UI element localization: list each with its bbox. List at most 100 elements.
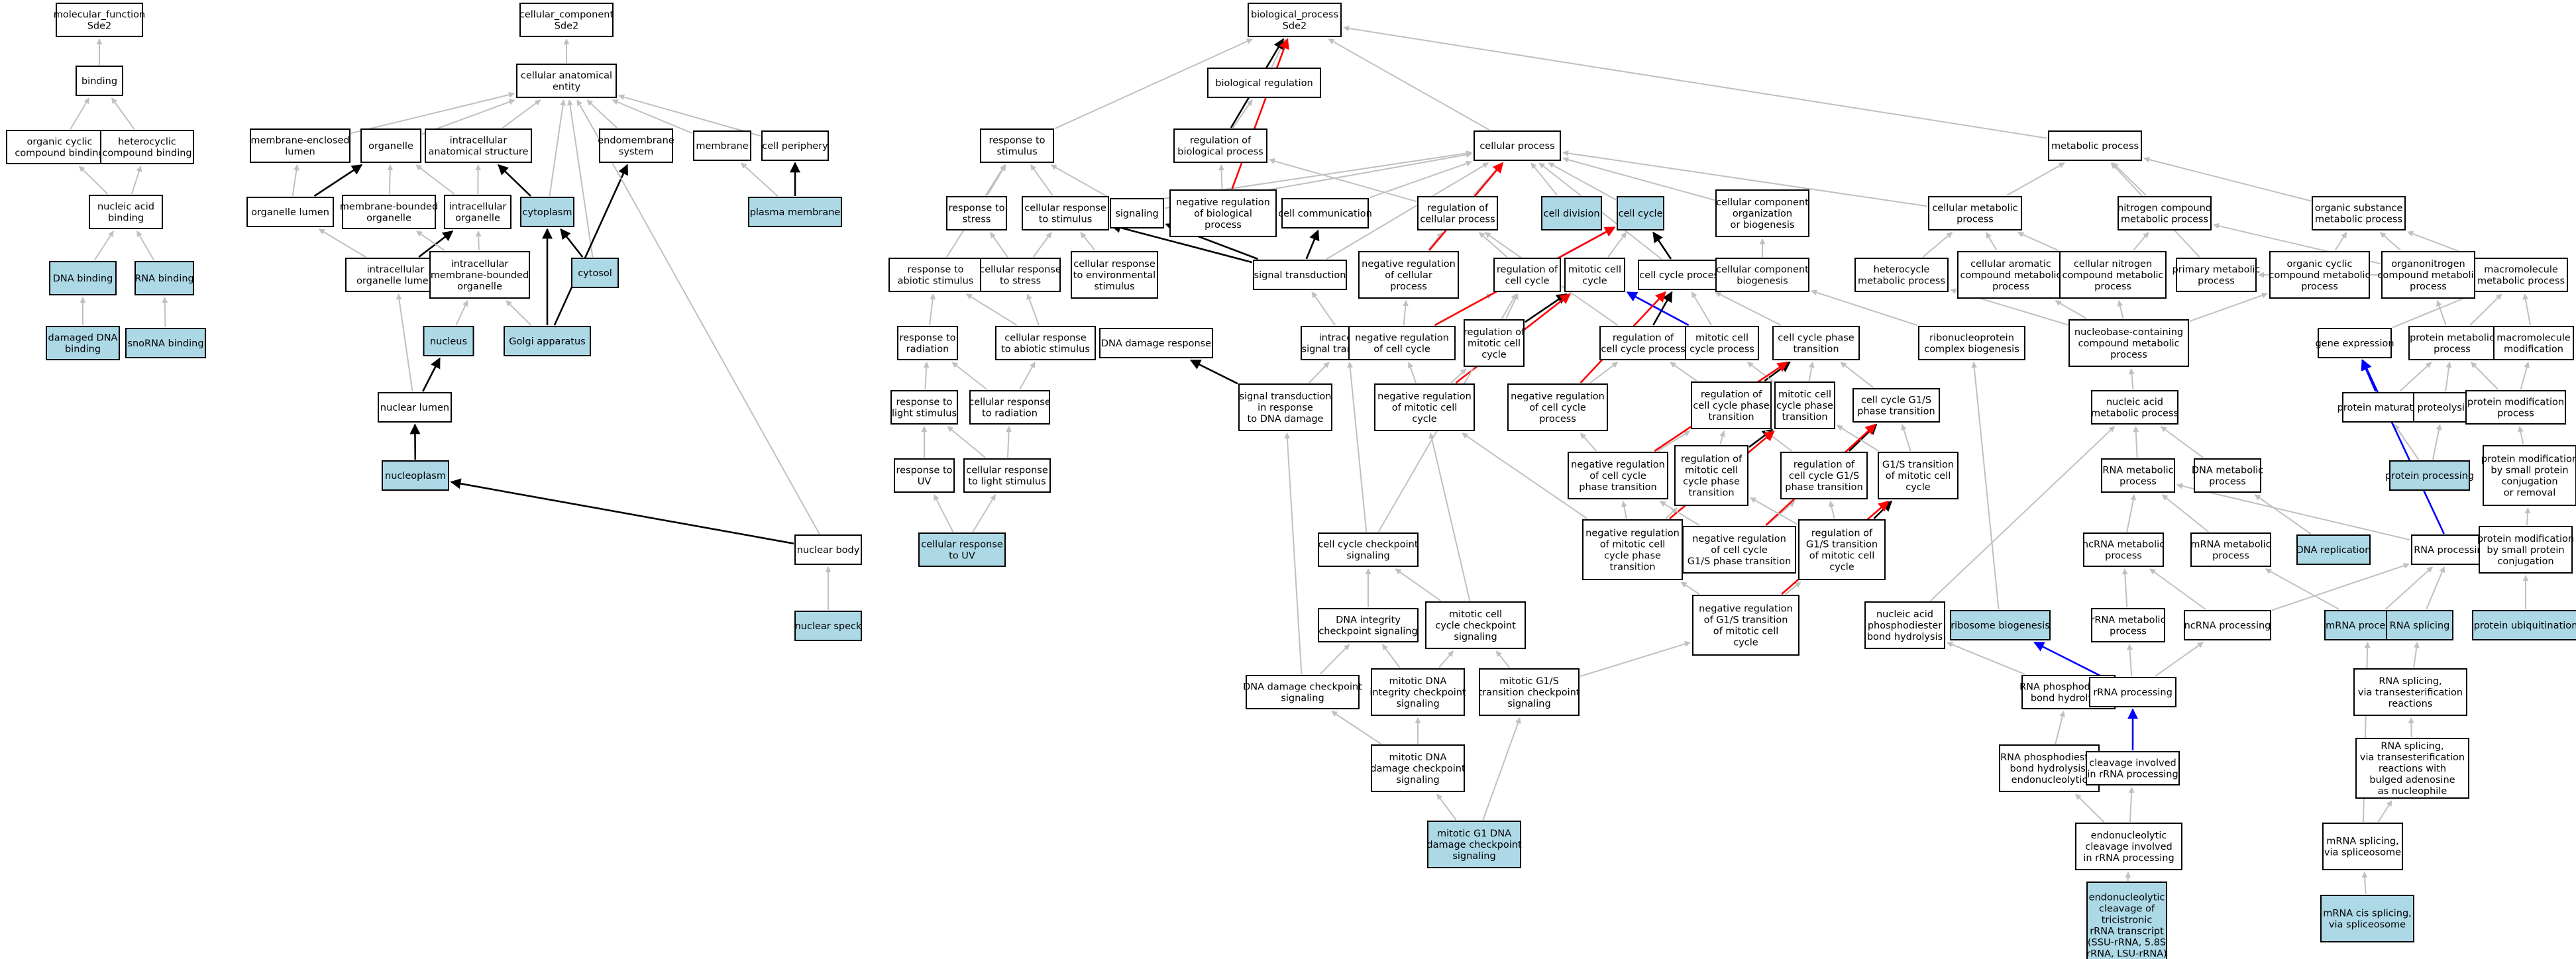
go-term-node[interactable]: nucleus bbox=[423, 326, 474, 356]
go-term-node[interactable]: organelle lumen bbox=[246, 197, 334, 227]
go-term-node[interactable]: biological regulation bbox=[1207, 68, 1321, 98]
go-term-node[interactable]: cell division bbox=[1541, 196, 1602, 230]
go-term-node[interactable]: nuclear body bbox=[794, 534, 862, 565]
go-term-node[interactable]: ncRNA processing bbox=[2184, 610, 2271, 640]
go-term-node[interactable]: nuclear lumen bbox=[378, 392, 452, 423]
go-term-node[interactable]: mRNA splicing,via spliceosome bbox=[2322, 823, 2403, 870]
go-term-node[interactable]: RNA splicing,via transesterificationreac… bbox=[2353, 668, 2467, 716]
go-term-node[interactable]: DNA binding bbox=[49, 261, 117, 295]
go-term-node[interactable]: protein ubiquitination bbox=[2472, 610, 2576, 640]
go-term-node[interactable]: DNA damage response bbox=[1099, 328, 1213, 358]
go-term-node[interactable]: protein processing bbox=[2385, 460, 2474, 491]
go-term-node[interactable]: RNA splicing bbox=[2386, 610, 2453, 640]
go-term-node[interactable]: cell periphery bbox=[761, 130, 829, 161]
go-term-node[interactable]: mRNA cis splicing,via spliceosome bbox=[2320, 895, 2414, 942]
go-term-node[interactable]: cell cycle process bbox=[1638, 260, 1725, 290]
go-term-node[interactable]: RNA binding bbox=[134, 261, 194, 295]
go-term-node[interactable]: signal transduction bbox=[1253, 260, 1347, 290]
go-term-node[interactable]: cell cycle bbox=[1617, 196, 1664, 230]
go-term-node[interactable]: organelle bbox=[360, 128, 421, 163]
go-term-node[interactable]: plasma membrane bbox=[748, 197, 842, 227]
go-term-node[interactable]: nucleoplasm bbox=[382, 460, 449, 491]
go-term-node[interactable]: nuclear speck bbox=[794, 611, 862, 641]
go-term-node[interactable]: membrane bbox=[693, 130, 751, 161]
go-term-node[interactable]: snoRNA binding bbox=[125, 328, 206, 358]
go-term-node[interactable]: gene expression bbox=[2315, 328, 2394, 358]
go-term-node[interactable]: DNA replication bbox=[2296, 534, 2371, 565]
go-term-node[interactable]: protein maturation bbox=[2337, 392, 2428, 423]
go-term-node[interactable]: RNA processing bbox=[2411, 534, 2492, 565]
go-term-node[interactable]: binding bbox=[76, 66, 123, 96]
go-term-node[interactable]: cell communication bbox=[1278, 198, 1372, 228]
go-term-node[interactable]: Golgi apparatus bbox=[504, 326, 591, 356]
